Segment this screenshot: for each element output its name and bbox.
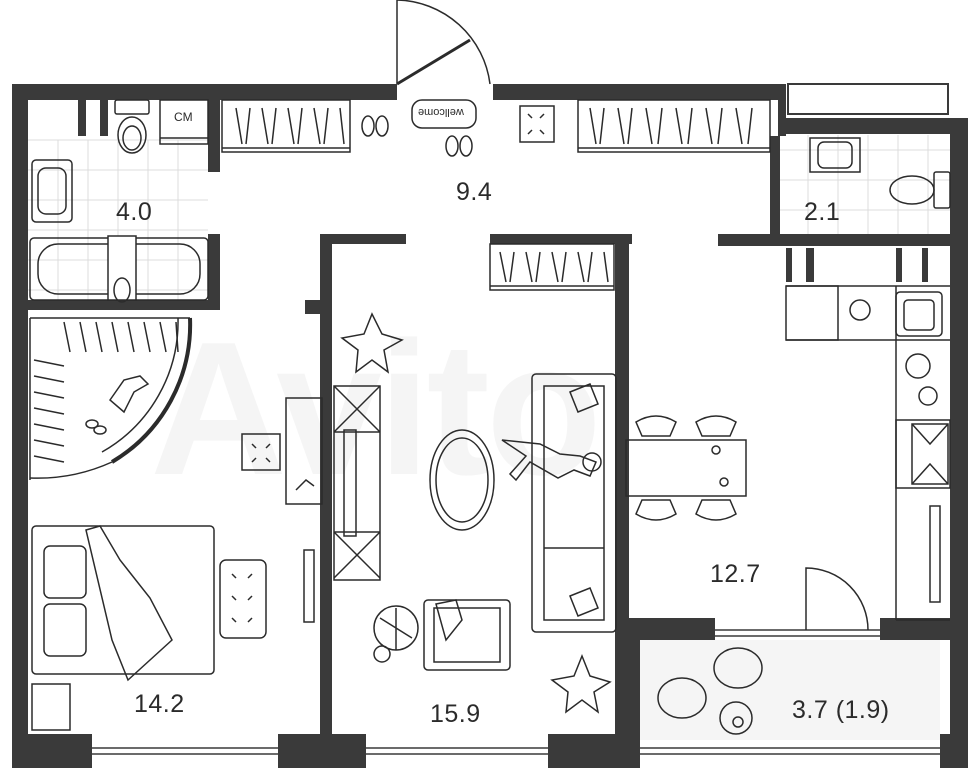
windows [92, 629, 940, 755]
doormat-text: wellcome [418, 106, 464, 118]
room-area-hall: 9.4 [456, 178, 493, 206]
doormat [411, 99, 477, 129]
tv-stand [333, 385, 381, 581]
washing-machine [159, 99, 209, 145]
bedroom-tv [303, 549, 315, 623]
clothes-on-floor [85, 375, 150, 435]
desk [285, 397, 323, 505]
room-area-living: 15.9 [430, 700, 481, 728]
toilet-bath [114, 99, 150, 154]
washer-label: CM [174, 110, 193, 124]
shoes-hall [445, 135, 473, 157]
bathtub [29, 235, 209, 303]
watermark: Avito [150, 300, 602, 518]
entrance-door [396, 0, 491, 86]
pouf-hall [519, 105, 555, 143]
balcony-door [805, 567, 869, 631]
room-area-bathroom: 4.0 [116, 198, 153, 226]
rug [429, 429, 495, 531]
kitchen-counter [785, 285, 950, 621]
wc-tiles [778, 135, 950, 235]
plant-living-bottom [550, 653, 612, 714]
sink-wc [809, 137, 861, 173]
sofa [531, 373, 617, 633]
plant-living-top [340, 312, 404, 374]
room-area-bedroom: 14.2 [134, 690, 185, 718]
stove [895, 419, 951, 489]
person-on-sofa [501, 439, 602, 482]
armchair [423, 599, 511, 671]
shoes-left [361, 115, 389, 137]
bedroom-pouf [219, 559, 267, 639]
sink-bath [31, 159, 73, 223]
desk-chair [241, 433, 281, 471]
living-closet [489, 243, 615, 291]
toilet-wc [889, 171, 951, 209]
hall-closet-left [221, 99, 351, 153]
balcony-floor [640, 640, 940, 740]
balcony-chairs [657, 647, 763, 735]
hall-closet-right [577, 99, 771, 153]
room-area-balcony: 3.7 (1.9) [792, 696, 890, 724]
walls [12, 83, 968, 768]
walk-in-closet [29, 317, 193, 480]
dining-table [625, 415, 747, 521]
room-area-wc: 2.1 [804, 198, 841, 226]
side-table [373, 605, 419, 663]
bedside-table [31, 683, 71, 731]
bed [31, 525, 215, 682]
room-area-kitchen: 12.7 [710, 560, 761, 588]
kitchen-tv [929, 505, 941, 603]
